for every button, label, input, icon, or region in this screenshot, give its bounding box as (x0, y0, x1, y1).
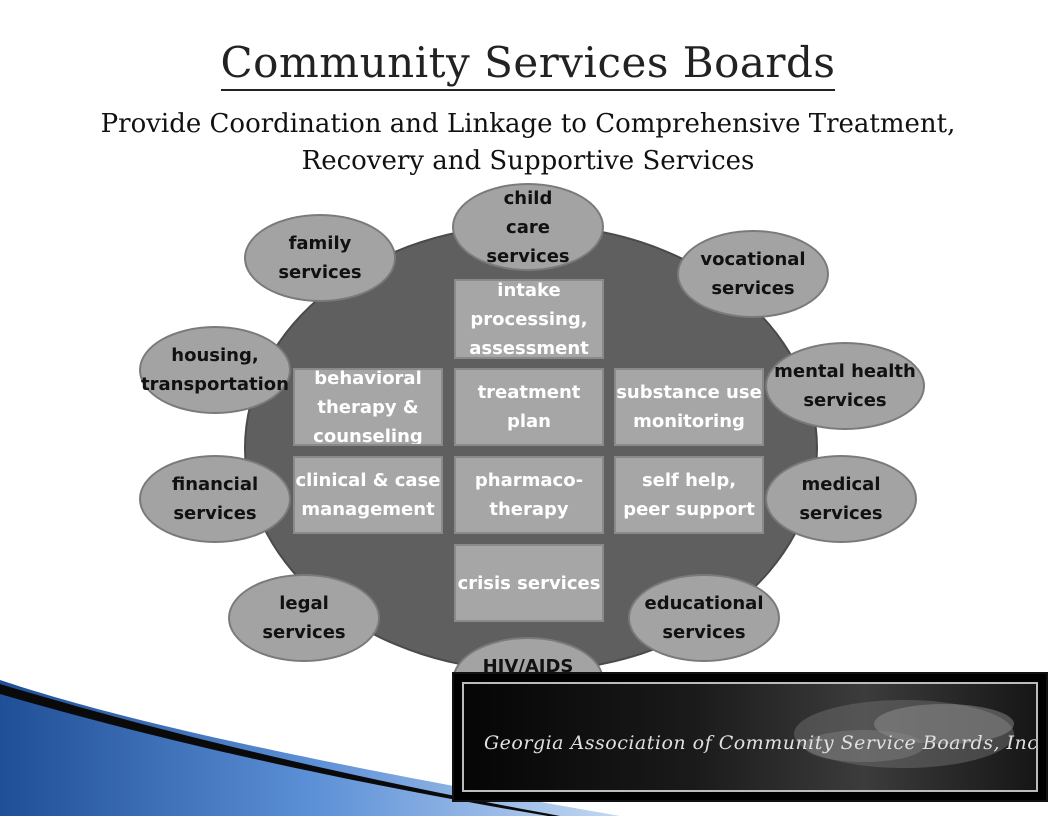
box-clinical-case: clinical & case management (293, 456, 443, 534)
bubble-legal: legal services (228, 574, 380, 662)
decorative-swoosh (0, 680, 620, 816)
association-logo: Georgia Association of Community Service… (452, 672, 1048, 802)
logo-frame: Georgia Association of Community Service… (462, 682, 1038, 792)
box-self-help: self help, peer support (614, 456, 764, 534)
bubble-vocational: vocational services (677, 230, 829, 318)
bubble-medical: medical services (765, 455, 917, 543)
box-treatment-plan: treatment plan (454, 368, 604, 446)
page-subtitle: Provide Coordination and Linkage to Comp… (100, 109, 956, 176)
bubble-housing: housing, transportation (139, 326, 291, 414)
bubble-mental-health: mental health services (765, 342, 925, 430)
bubble-educational: educational services (628, 574, 780, 662)
hands-image (794, 700, 1014, 768)
box-behavioral-therapy: behavioral therapy & counseling (293, 368, 443, 446)
page-title: Community Services Boards (0, 38, 1056, 91)
box-intake: intake processing, assessment (454, 279, 604, 359)
box-crisis: crisis services (454, 544, 604, 622)
bubble-child-care: child care services (452, 183, 604, 271)
box-substance-use: substance use monitoring (614, 368, 764, 446)
bubble-financial: financial services (139, 455, 291, 543)
logo-text: Georgia Association of Community Service… (484, 732, 1038, 754)
bubble-family: family services (244, 214, 396, 302)
box-pharmacotherapy: pharmaco-therapy (454, 456, 604, 534)
